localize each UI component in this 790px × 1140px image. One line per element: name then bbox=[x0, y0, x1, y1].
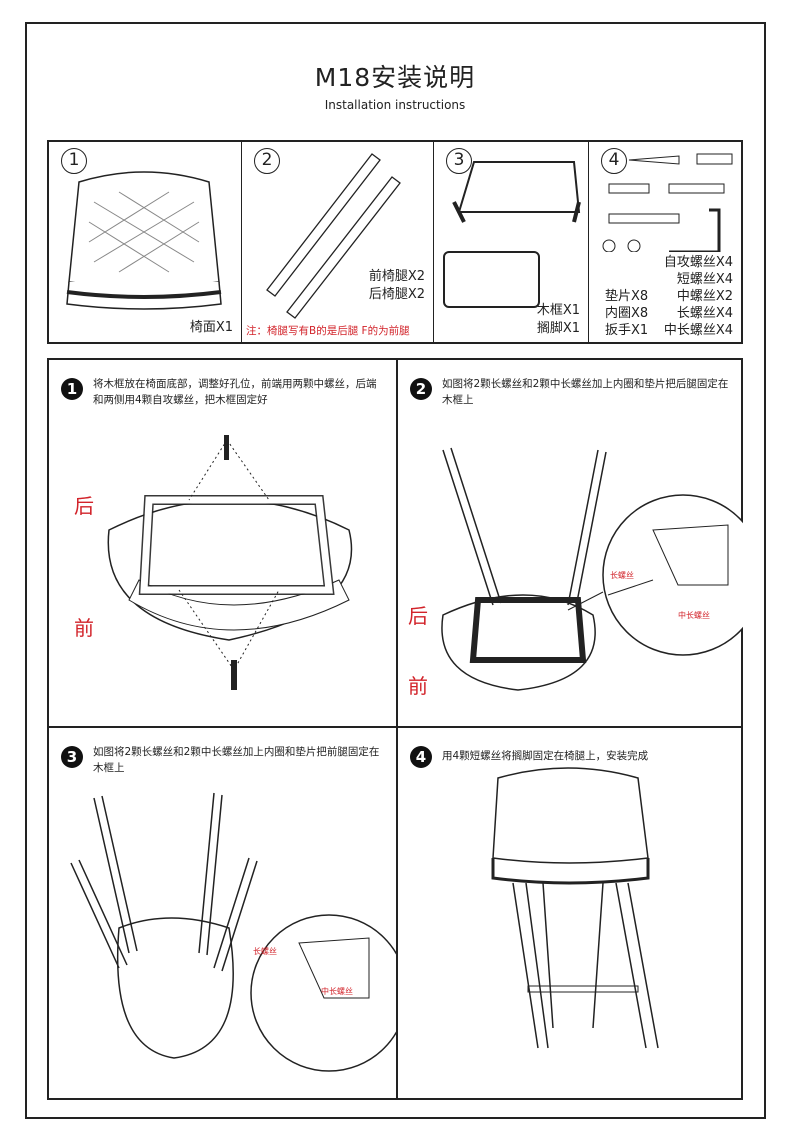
page-title: M18安装说明 bbox=[314, 63, 476, 92]
step-3-illustration bbox=[70, 792, 396, 1072]
step-2-illustration bbox=[441, 447, 743, 691]
steps-grid: 1 将木框放在椅面底部，调整好孔位，前端用两颗中螺丝，后端和两侧用4颗自攻螺丝，… bbox=[47, 358, 743, 1100]
legs-illustration bbox=[266, 153, 401, 319]
seat-illustration bbox=[66, 171, 222, 310]
step-1-illustration bbox=[107, 435, 353, 690]
hardware-illustration bbox=[602, 153, 733, 252]
step-4-illustration bbox=[491, 767, 659, 1049]
frame-illustration bbox=[443, 161, 581, 308]
step-2: 2 如图将2颗长螺丝和2颗中长螺丝加上内圈和垫片把后腿固定在木框上 后 前 长螺… bbox=[398, 360, 745, 729]
page-subtitle: Installation instructions bbox=[324, 98, 466, 112]
step-1: 1 将木框放在椅面底部，调整好孔位，前端用两颗中螺丝，后端和两侧用4颗自攻螺丝，… bbox=[49, 360, 396, 729]
part-seat: 1 椅面X1 bbox=[49, 142, 242, 342]
page-border bbox=[25, 22, 766, 1119]
step-4: 4 用4颗短螺丝将搁脚固定在椅腿上，安装完成 bbox=[398, 728, 745, 1097]
step-3: 3 如图将2颗长螺丝和2颗中长螺丝加上内圈和垫片把前腿固定在木框上 长螺丝 中长… bbox=[49, 728, 396, 1097]
legs-note: 注：椅腿写有B的是后腿 F的为前腿 bbox=[246, 325, 410, 337]
